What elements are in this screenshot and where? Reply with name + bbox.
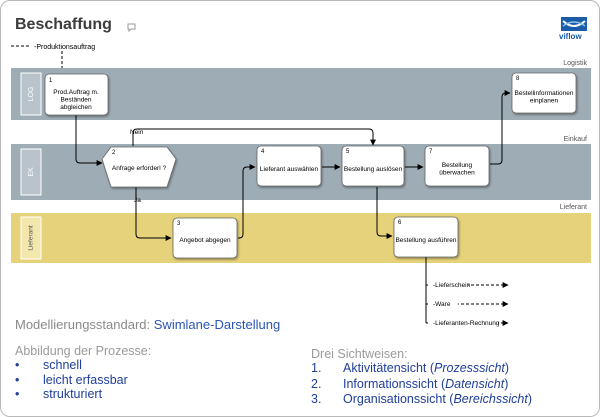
list-item: 1.Aktivitätensicht (Prozesssicht) [311, 361, 510, 375]
lane-name-label: Logistik [563, 60, 587, 67]
logo-text: viflow [559, 32, 582, 41]
abbildung-title: Abbildung der Prozesse: [15, 344, 152, 358]
list-item: 2.Informationssicht (Datensicht) [311, 376, 509, 391]
process-6[interactable]: 6 Bestellung ausführen [393, 216, 459, 258]
process-label-line: einplanen [530, 98, 559, 105]
start-label: -Produktionsauftrag [34, 44, 95, 51]
viflow-logo [561, 17, 587, 31]
process-3[interactable]: 3 Angebot abgegen [172, 217, 238, 259]
process-label-line: abgleichen [60, 104, 92, 111]
process-label-line: Lieferant auswählen [260, 166, 319, 173]
process-label: Angebot abgegen [179, 237, 231, 244]
lane-short-label: EK [28, 167, 35, 177]
process-label-line: Prod.Auftrag m. [53, 89, 99, 96]
process-5[interactable]: 5 Bestellung auslösen [341, 145, 405, 187]
process-label-line: Bestellung auslösen [344, 166, 403, 173]
lane-name-label: Einkauf [564, 136, 587, 143]
process-label-line: überwachen [439, 170, 475, 177]
process-label-line: Bestellung [442, 162, 473, 169]
decision-no-label: Nein [130, 129, 144, 136]
output-label-lieferschein: -Lieferschein [433, 282, 471, 289]
page-title: Beschaffung [15, 16, 112, 33]
comment-icon[interactable] [127, 23, 136, 32]
abbildung-list: •schnell •leicht erfassbar •strukturiert [15, 358, 128, 402]
standard-value: Swimlane-Darstellung [153, 317, 281, 332]
process-label-line: Bestellinformationen [515, 90, 574, 97]
arrow-2-3-ja [135, 185, 172, 241]
lane-short-label: Lieferant [28, 225, 35, 250]
process-4[interactable]: 4 Lieferant auswählen [256, 145, 322, 187]
process-number: 7 [429, 149, 433, 155]
process-label: Bestellung ausführen [395, 237, 456, 244]
process-label: Bestellung auslösen [344, 166, 403, 173]
lane-lieferant: Lieferant Lieferant [11, 204, 591, 263]
standard-label: Modellierungsstandard: [15, 317, 151, 332]
lane-name-label: Lieferant [560, 204, 587, 211]
swimlane-diagram: -Produktionsauftrag LOG Logistik EK Eink… [11, 44, 591, 327]
sichtweisen-title: Drei Sichtweisen: [311, 347, 408, 361]
list-item: •schnell [15, 358, 82, 372]
output-label-ware: -Ware [433, 301, 451, 308]
process-number: 6 [398, 220, 402, 226]
arrow-2-5-nein [132, 128, 376, 146]
output-label-bg [428, 318, 498, 327]
sichtweisen-list: 1.Aktivitätensicht (Prozesssicht) 2.Info… [311, 361, 532, 408]
output-label-bg [428, 280, 468, 289]
list-item: •strukturiert [15, 387, 103, 401]
arrow-1-2 [75, 114, 103, 166]
process-label-line: Beständen [60, 97, 91, 104]
list-item: •leicht erfassbar [15, 372, 128, 387]
process-number: 3 [177, 221, 181, 227]
process-2-decision[interactable]: 2 Anfrage erforderl ? [101, 146, 177, 188]
lane-short-label: LOG [28, 87, 35, 102]
list-item: 3.Organisationssicht (Bereichssicht) [311, 392, 532, 406]
arrow-5-6 [376, 187, 393, 239]
decision-yes-label: Ja [134, 197, 141, 204]
output-label-bg [428, 299, 458, 308]
arrow-3-4 [238, 164, 256, 239]
modeling-standard: Modellierungsstandard: Swimlane-Darstell… [15, 317, 280, 332]
process-label-line: Anfrage erforderl ? [112, 165, 167, 172]
process-label: Anfrage erforderl ? [112, 165, 167, 172]
process-number: 1 [49, 78, 53, 84]
lane-header [20, 216, 42, 260]
lane-bg [11, 213, 591, 263]
lane-header [20, 148, 42, 196]
process-label-line: Bestellung ausführen [395, 237, 456, 244]
process-label-line: Angebot abgegen [179, 237, 231, 244]
process-number: 8 [516, 76, 520, 82]
process-number: 5 [346, 149, 350, 155]
process-number: 2 [112, 150, 116, 156]
process-number: 4 [261, 149, 265, 155]
lane-header [20, 72, 42, 116]
arrow-7-8 [490, 90, 511, 165]
process-label: Lieferant auswählen [260, 166, 319, 173]
output-label-rechnung: -Lieferanten-Rechnung [433, 320, 500, 327]
